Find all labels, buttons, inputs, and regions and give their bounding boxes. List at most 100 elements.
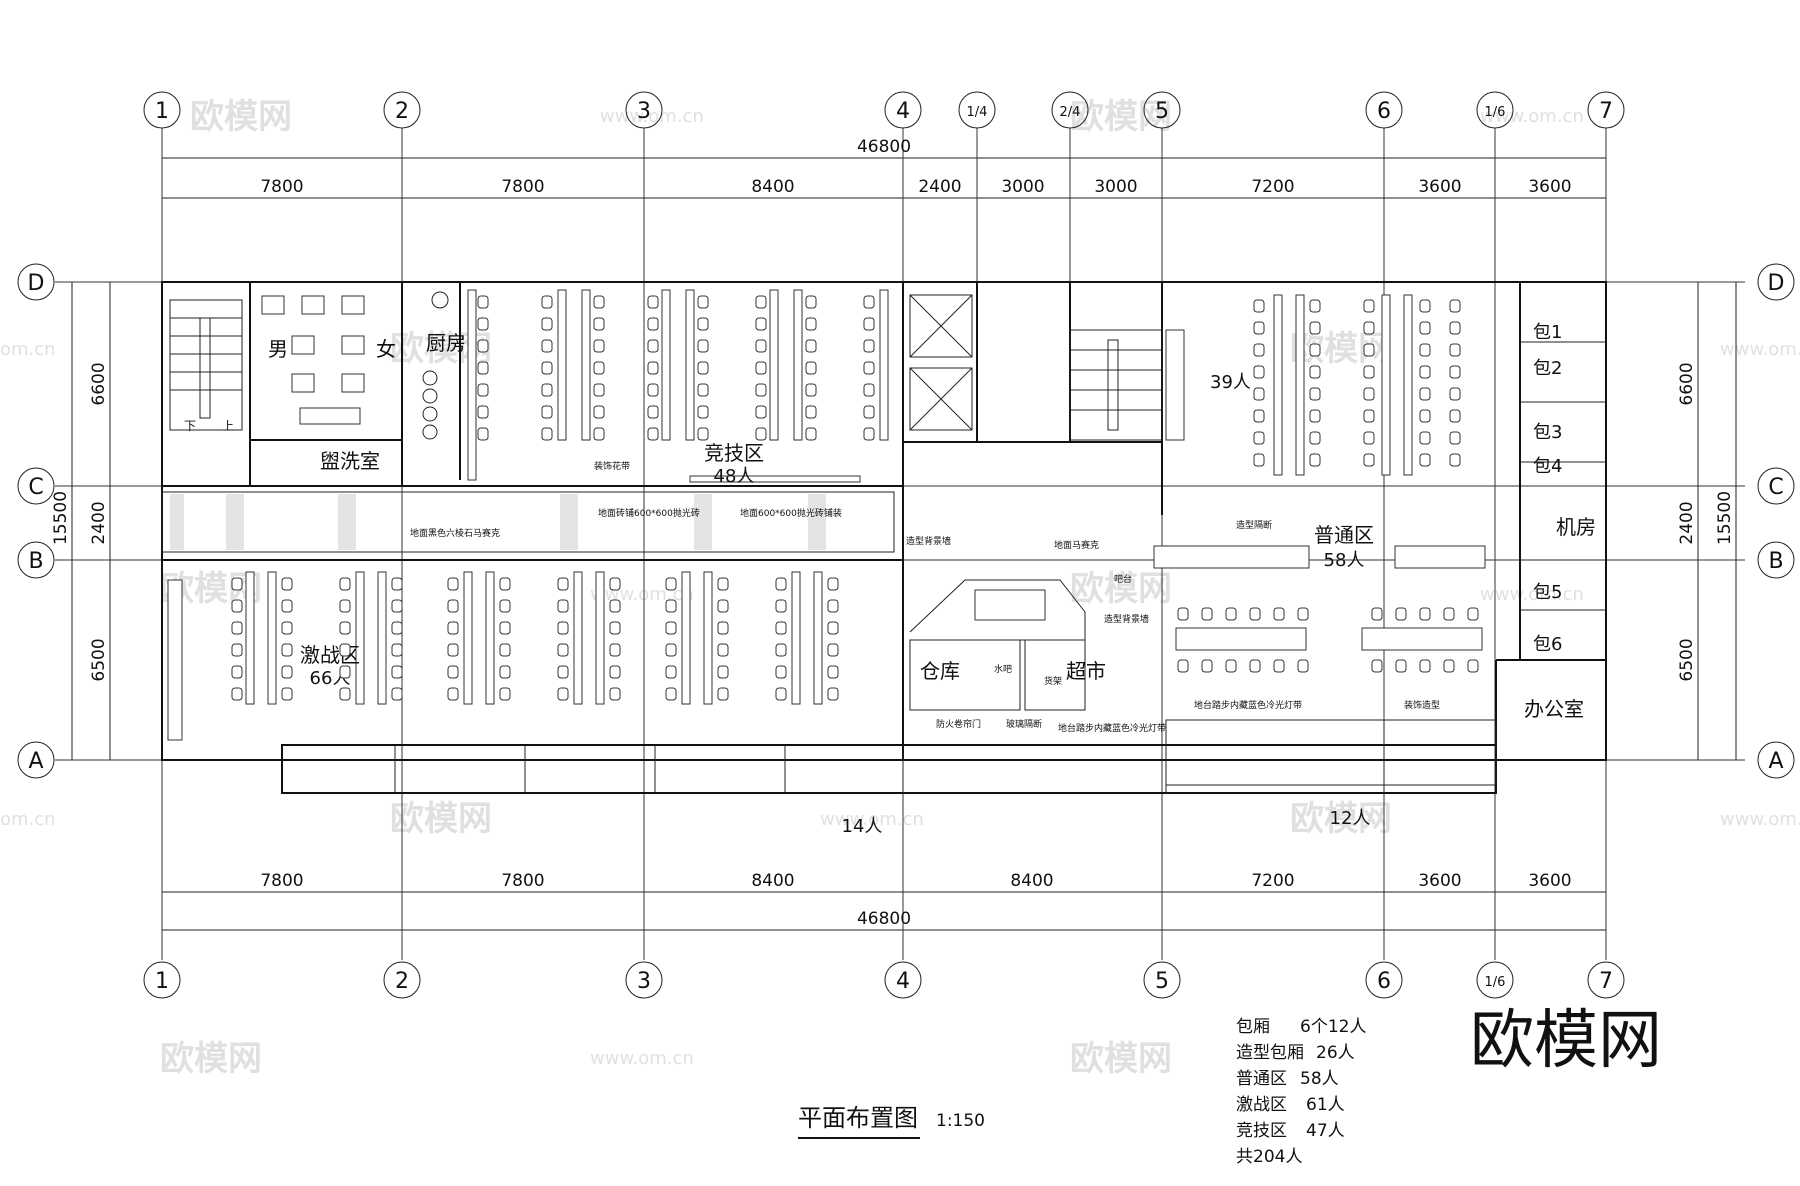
room-label-normal: 普通区	[1314, 523, 1374, 547]
seat	[593, 383, 605, 397]
seat	[593, 361, 605, 375]
note-step-light-2: 地台踏步内藏蓝色冷光灯带	[1194, 699, 1302, 711]
seat	[647, 383, 659, 397]
seat	[447, 621, 459, 635]
seat	[477, 427, 489, 441]
seat	[1253, 321, 1265, 335]
seat	[1201, 607, 1213, 621]
svg-text:www.om.cn: www.om.cn	[1720, 809, 1800, 830]
axis-bubble-right-B: B	[1757, 541, 1795, 579]
seat	[281, 665, 293, 679]
seat	[339, 577, 351, 591]
svg-text:欧模网: 欧模网	[1070, 569, 1172, 609]
booth-label-6: 包6	[1533, 634, 1562, 655]
seat	[447, 687, 459, 701]
seat	[447, 665, 459, 679]
dim-right-1: 6600	[1677, 362, 1697, 405]
note-water-bar: 水吧	[994, 663, 1012, 675]
seat	[339, 643, 351, 657]
seat	[1273, 659, 1285, 673]
seat	[805, 405, 817, 419]
svg-text:www.om.cn: www.om.cn	[590, 1048, 694, 1069]
seat	[1443, 659, 1455, 673]
seat	[1253, 343, 1265, 357]
seat	[1419, 321, 1431, 335]
kitchen-equipment	[422, 291, 449, 440]
dim-bottom-7: 3600	[1528, 871, 1571, 891]
axis-bubble-bottom-5: 5	[1143, 961, 1181, 999]
seat	[1225, 659, 1237, 673]
seat	[499, 577, 511, 591]
seat	[339, 687, 351, 701]
bottom-axis-bubbles: 1 2 3 4 5 6 1/6 7	[143, 961, 1625, 999]
seat	[775, 643, 787, 657]
seat	[541, 317, 553, 331]
seat	[755, 383, 767, 397]
svg-text:下: 下	[184, 419, 196, 433]
seat	[593, 427, 605, 441]
dim-top-3: 8400	[751, 177, 794, 197]
axis-bubble-left-C: C	[17, 467, 55, 505]
seat	[593, 405, 605, 419]
svg-text:www.om.cn: www.om.cn	[820, 809, 924, 830]
seat	[281, 599, 293, 613]
dim-top-6: 3000	[1094, 177, 1137, 197]
legend-label-2: 造型包厢	[1236, 1043, 1304, 1063]
seat	[827, 599, 839, 613]
axis-bubble-right-A: A	[1757, 741, 1795, 779]
svg-text:D: D	[1768, 271, 1785, 296]
note-decor-strip: 装饰花带	[594, 460, 630, 472]
seat	[447, 599, 459, 613]
seat	[477, 339, 489, 353]
note-feature-wall-2: 造型背景墙	[1104, 613, 1149, 625]
note-floor-terrazzo: 地面马赛克	[1054, 539, 1099, 551]
seat	[281, 643, 293, 657]
seat	[805, 339, 817, 353]
seat	[1449, 299, 1461, 313]
seat	[1449, 343, 1461, 357]
booth-label-2: 包2	[1533, 358, 1562, 379]
seat	[1177, 607, 1189, 621]
seat	[775, 687, 787, 701]
seat	[665, 665, 677, 679]
seat	[391, 599, 403, 613]
stair-center	[1069, 329, 1163, 441]
svg-text:3: 3	[637, 969, 651, 994]
seat	[499, 599, 511, 613]
seat	[447, 643, 459, 657]
axis-bubble-top-7: 7	[1587, 91, 1625, 129]
seat	[697, 405, 709, 419]
axis-bubble-top-6: 6	[1365, 91, 1403, 129]
room-label-competition: 竞技区	[704, 441, 764, 465]
seat	[1253, 453, 1265, 467]
room-label-normal-count: 58人	[1324, 550, 1365, 571]
title-text: 平面布置图	[798, 1104, 918, 1132]
note-bar: 吧台	[1114, 573, 1132, 585]
seat	[717, 599, 729, 613]
seat	[477, 295, 489, 309]
seat	[499, 665, 511, 679]
booth-label-4: 包4	[1533, 456, 1562, 477]
seat	[827, 665, 839, 679]
note-floor-tile-2: 地面600*600抛光砖铺装	[740, 507, 842, 519]
seat	[477, 317, 489, 331]
room-label-machine-room: 机房	[1556, 515, 1596, 539]
seat	[1297, 607, 1309, 621]
note-shelf: 货架	[1044, 675, 1062, 687]
seat	[541, 361, 553, 375]
seat	[717, 643, 729, 657]
dim-top-9: 3600	[1528, 177, 1571, 197]
seat	[1273, 607, 1285, 621]
seat	[1363, 365, 1375, 379]
legend-value-3: 58人	[1300, 1069, 1339, 1089]
room-label-female: 女	[376, 337, 396, 361]
seat	[863, 405, 875, 419]
axis-bubble-top-2-4: 2/4	[1051, 91, 1089, 129]
seat	[609, 621, 621, 635]
seat-layer	[231, 295, 1479, 701]
seat	[1371, 659, 1383, 673]
seat	[755, 427, 767, 441]
dim-top-5: 3000	[1001, 177, 1044, 197]
seat	[827, 577, 839, 591]
seat	[231, 621, 243, 635]
